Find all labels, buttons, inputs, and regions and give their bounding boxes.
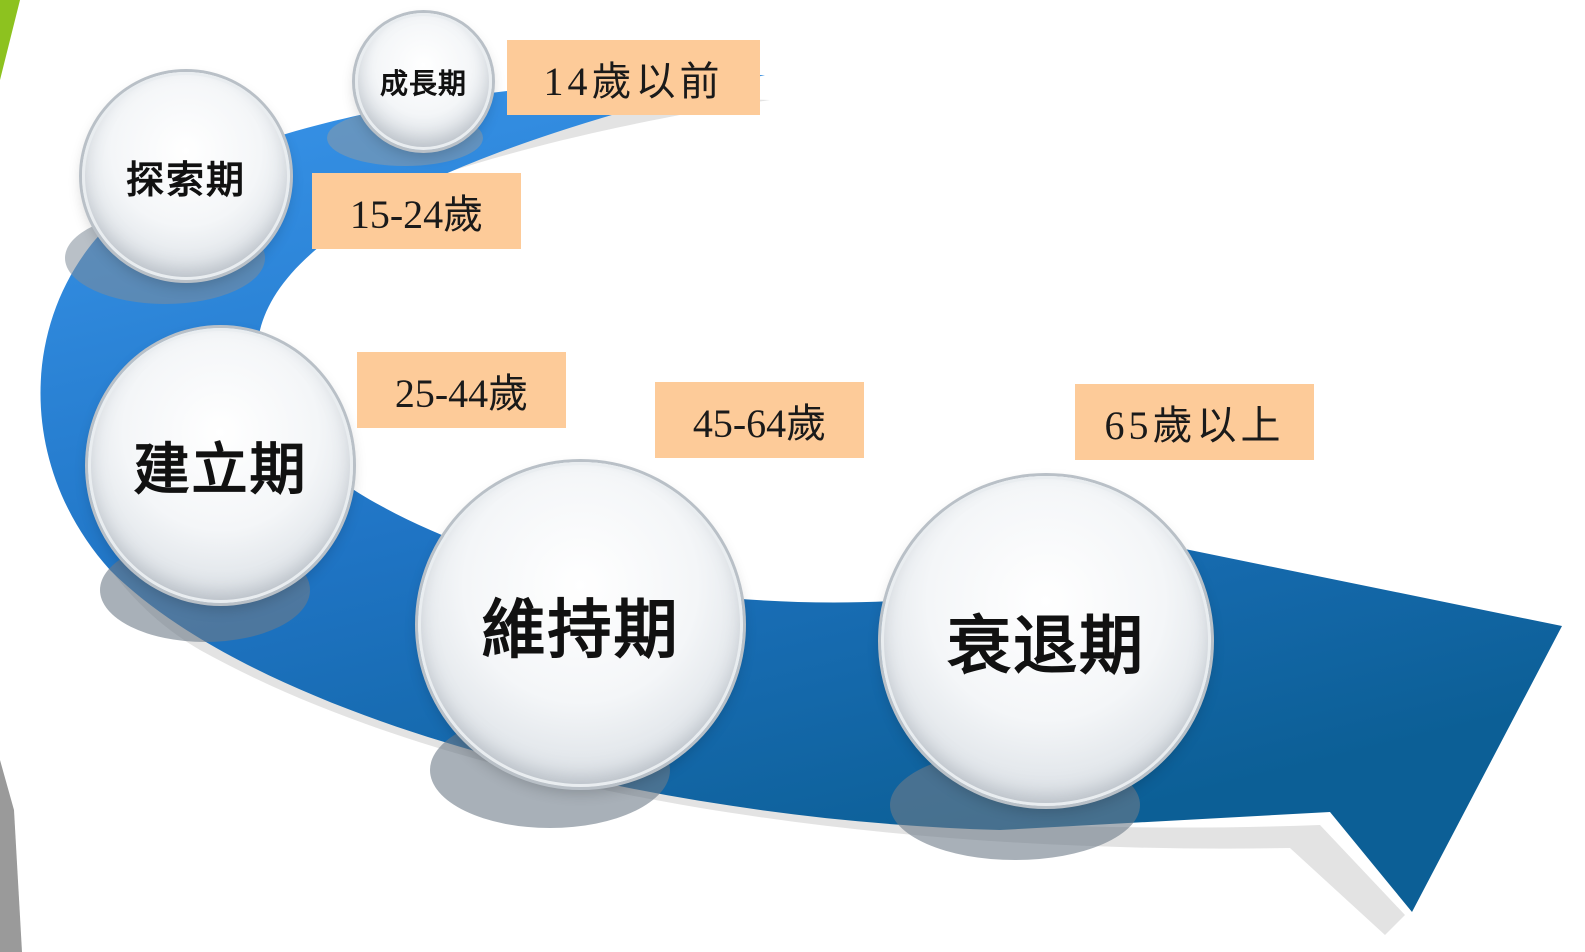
- age-label: 65歲以上: [1104, 403, 1285, 448]
- stage-circle-exploration: 探索期: [82, 72, 290, 280]
- stage-circle-growth: 成長期: [355, 13, 492, 150]
- age-label: 25-44歲: [394, 371, 529, 416]
- stage-label: 衰退期: [947, 609, 1145, 684]
- stage-circle-establishment: 建立期: [88, 328, 353, 603]
- gray-sidebar-shape: [0, 760, 22, 952]
- stage-circle-maintenance: 維持期: [418, 462, 743, 787]
- age-label: 15-24歲: [349, 192, 484, 237]
- age-label: 14歲以前: [543, 58, 724, 104]
- age-box-exploration: 15-24歲: [312, 173, 521, 249]
- stage-label: 建立期: [133, 437, 308, 503]
- age-label: 45-64歲: [692, 401, 827, 446]
- age-box-maintenance: 45-64歲: [655, 382, 864, 458]
- green-accent-shape: [0, 0, 20, 80]
- stage-circle-decline: 衰退期: [881, 476, 1211, 806]
- age-box-decline: 65歲以上: [1075, 384, 1314, 460]
- stage-label: 成長期: [379, 66, 467, 100]
- stage-label: 探索期: [125, 156, 246, 202]
- age-box-establishment: 25-44歲: [357, 352, 566, 428]
- stage-label: 維持期: [481, 592, 680, 668]
- age-box-growth: 14歲以前: [507, 40, 760, 115]
